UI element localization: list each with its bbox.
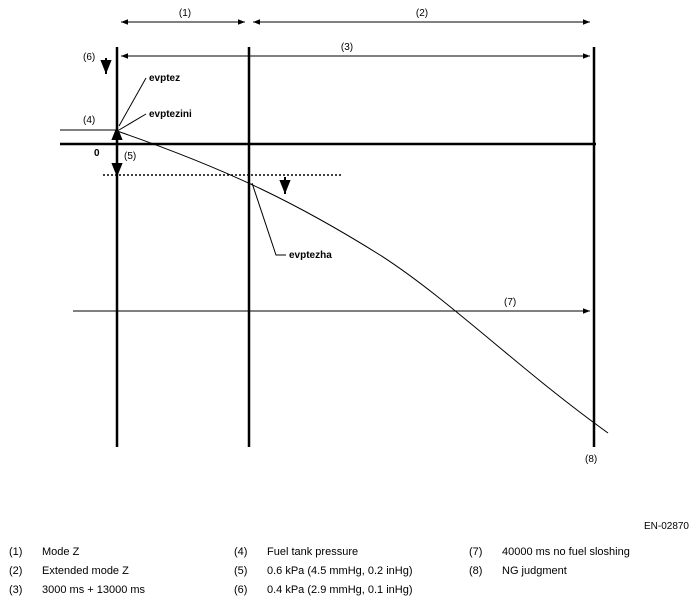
legend-text: 40000 ms no fuel sloshing <box>502 546 630 558</box>
legend-num: (8) <box>469 565 483 577</box>
label-2: (2) <box>416 8 428 19</box>
legend-text: Mode Z <box>42 546 80 558</box>
label-zero: 0 <box>94 148 100 159</box>
legend: (1) Mode Z (2) Extended mode Z (3) 3000 … <box>0 546 695 608</box>
signal-evptezini: evptezini <box>149 109 192 120</box>
legend-num: (3) <box>9 584 23 596</box>
legend-num: (4) <box>234 546 248 558</box>
leader-evptezini <box>118 113 147 131</box>
label-8: (8) <box>585 454 597 465</box>
pressure-curve <box>116 130 609 434</box>
legend-num: (1) <box>9 546 23 558</box>
legend-text: Fuel tank pressure <box>267 546 359 558</box>
legend-num: (6) <box>234 584 248 596</box>
legend-text: 0.4 kPa (2.9 mmHg, 0.1 inHg) <box>267 584 413 596</box>
legend-num: (7) <box>469 546 483 558</box>
leader-evptez <box>118 77 147 127</box>
legend-text: NG judgment <box>502 565 567 577</box>
label-7: (7) <box>504 297 516 308</box>
signal-evptezha: evptezha <box>289 250 332 261</box>
label-4: (4) <box>83 115 95 126</box>
legend-text: 3000 ms + 13000 ms <box>42 584 146 596</box>
signal-evptez: evptez <box>149 73 180 84</box>
label-1: (1) <box>179 8 191 19</box>
legend-text: Extended mode Z <box>42 565 129 577</box>
legend-text: 0.6 kPa (4.5 mmHg, 0.2 inHg) <box>267 565 413 577</box>
label-5: (5) <box>124 151 136 162</box>
label-6: (6) <box>83 52 95 63</box>
legend-num: (5) <box>234 565 248 577</box>
leader-evptezha <box>251 182 286 256</box>
figure-code: EN-02870 <box>643 521 689 532</box>
legend-num: (2) <box>9 565 23 577</box>
label-3: (3) <box>341 42 353 53</box>
